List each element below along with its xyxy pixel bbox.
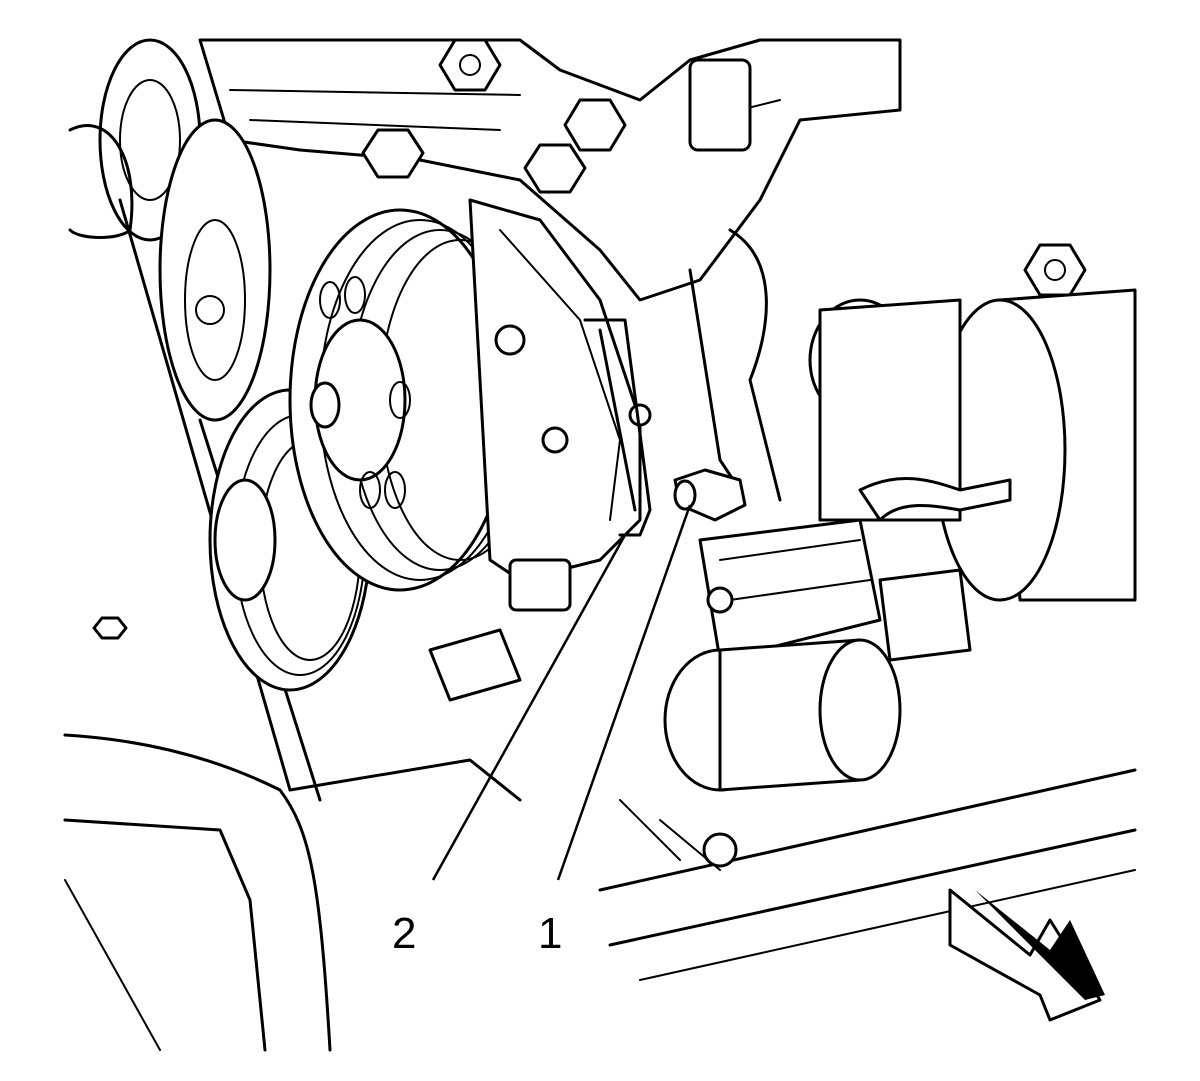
bolt-hex-6	[92, 616, 128, 640]
callout-label-1: 1	[538, 909, 562, 958]
bolt-hex-4	[361, 128, 425, 179]
callout-leaders	[431, 504, 692, 881]
electrical-connectors	[428, 558, 572, 702]
leader-line-1	[556, 504, 692, 881]
bolt-hex-5	[1023, 243, 1087, 297]
lower-shroud	[63, 733, 332, 1052]
lower-cylinders	[619, 638, 902, 871]
ac-compressor-pulley	[288, 208, 541, 592]
harness-retainer-pin	[673, 468, 747, 522]
bolt-hex-3	[523, 143, 587, 194]
purge-valve-solenoid	[698, 477, 1012, 662]
left-pulley-stack	[68, 38, 272, 422]
bolt-hex-2	[563, 98, 627, 152]
leader-line-2	[431, 534, 627, 881]
callout-label-2: 2	[392, 909, 416, 958]
ac-compressor-body	[468, 198, 652, 582]
wiring-strap-bracket	[583, 318, 652, 537]
bracket-bolts	[92, 38, 1087, 640]
front-direction-arrow-icon	[948, 888, 1105, 1022]
bolt-hex-1	[438, 38, 502, 92]
evap-canister	[808, 288, 1137, 602]
